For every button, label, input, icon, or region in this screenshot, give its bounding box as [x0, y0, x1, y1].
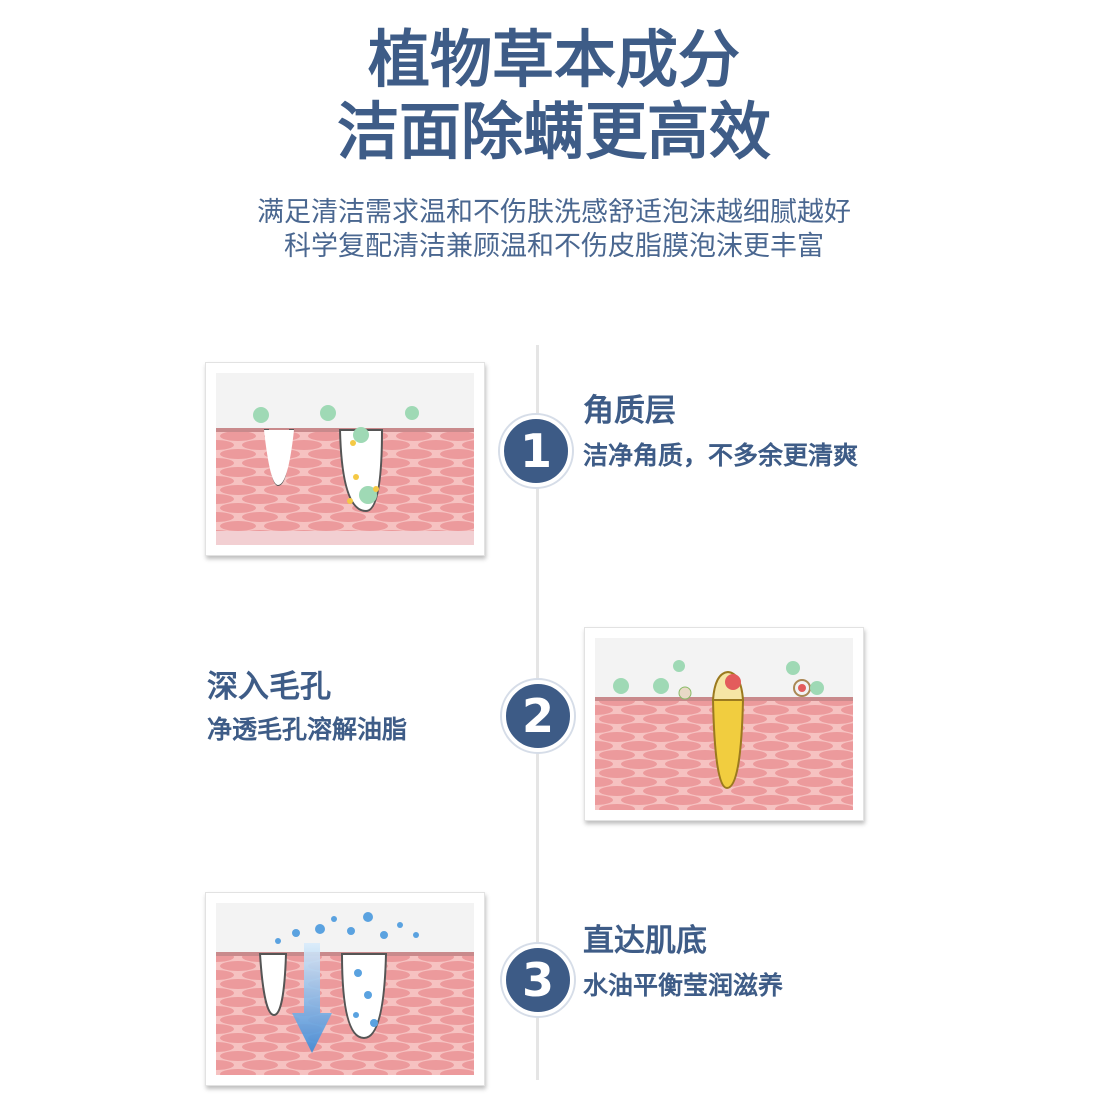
step-1-title: 角质层	[583, 393, 676, 429]
step-2-image	[584, 627, 864, 821]
step-3-image	[205, 892, 485, 1086]
skin-foam-penetration-illustration-icon	[216, 903, 474, 1075]
step-1-description: 洁净角质，不多余更清爽	[583, 441, 859, 470]
step-3-description: 水油平衡莹润滋养	[583, 971, 784, 1000]
skin-sebum-plug-illustration-icon	[595, 638, 853, 810]
main-title-line-2: 洁面除螨更高效	[336, 95, 771, 168]
step-1-number-badge: 1	[500, 415, 572, 487]
step-2-title: 深入毛孔	[207, 669, 331, 705]
subtitle-line-2: 科学复配清洁兼顾温和不伤皮脂膜泡沫更丰富	[284, 231, 824, 262]
step-2-number-badge: 2	[502, 680, 574, 752]
skin-pore-mites-illustration-icon	[216, 373, 474, 545]
step-3-title: 直达肌底	[583, 923, 707, 959]
main-title-line-1: 植物草本成分	[367, 23, 740, 96]
step-3-number-badge: 3	[502, 944, 574, 1016]
step-1-image	[205, 362, 485, 556]
subtitle-line-1: 满足清洁需求温和不伤肤洗感舒适泡沫越细腻越好	[257, 197, 851, 228]
step-2-description: 净透毛孔溶解油脂	[207, 715, 408, 744]
